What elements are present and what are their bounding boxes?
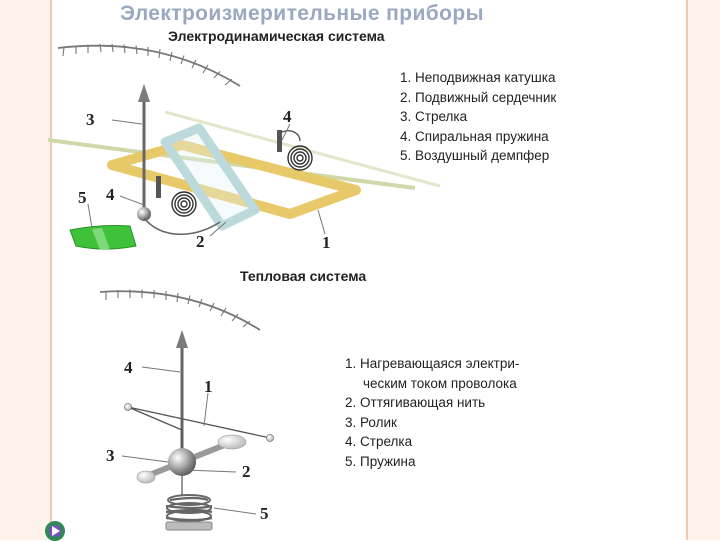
slide-frame-right bbox=[686, 0, 720, 540]
frame-border-left bbox=[50, 0, 52, 540]
legend-item-spiral-spring: 4. Спиральная пружина bbox=[400, 128, 549, 144]
damper-arm bbox=[143, 217, 221, 236]
electrodynamic-legend: 1. Неподвижная катушка 2. Подвижный серд… bbox=[400, 68, 556, 166]
legend-item-fixed-coil: 1. Неподвижная катушка bbox=[400, 70, 556, 85]
callout-spring-top: 4 bbox=[283, 107, 292, 126]
electrodynamic-leaders bbox=[87, 119, 326, 237]
legend-item-pointer: 3. Стрелка bbox=[400, 109, 468, 124]
electrodynamic-heading: Электродинамическая система bbox=[168, 28, 385, 44]
roller-assembly bbox=[136, 434, 247, 484]
thermal-legend: 1. Нагревающаяся электри- ческим током п… bbox=[345, 354, 519, 471]
thermal-leaders bbox=[121, 366, 257, 515]
callout-heated-wire: 1 bbox=[204, 377, 213, 396]
roller bbox=[168, 448, 196, 476]
callout-roller: 3 bbox=[106, 446, 115, 465]
slide-corner-ornament-icon bbox=[45, 521, 65, 541]
callout-core: 2 bbox=[196, 232, 205, 251]
legend-item-air-damper: 5. Воздушный демпфер bbox=[400, 148, 550, 163]
legend-item-pointer: 4. Стрелка bbox=[345, 434, 413, 449]
callout-pulling-thread: 2 bbox=[242, 462, 251, 481]
callout-thermal-pointer: 4 bbox=[124, 358, 133, 377]
callout-thermal-spring: 5 bbox=[260, 504, 269, 523]
legend-item-heated-wire-cont: ческим током проволока bbox=[363, 375, 517, 391]
scale-ticks bbox=[62, 43, 233, 86]
axis-bar-lower bbox=[47, 138, 416, 190]
air-damper-highlight bbox=[92, 228, 110, 250]
legend-item-moving-core: 2. Подвижный сердечник bbox=[400, 89, 557, 105]
scale-arc bbox=[57, 43, 241, 87]
spiral-spring-left bbox=[156, 176, 197, 217]
legend-item-pulling-thread: 2. Оттягивающая нить bbox=[345, 395, 486, 410]
thermal-diagram: 4 1 3 2 5 bbox=[99, 289, 274, 531]
thermal-spring bbox=[165, 494, 213, 531]
callout-damper: 5 bbox=[78, 188, 87, 207]
legend-item-roller: 3. Ролик bbox=[345, 414, 397, 430]
fixed-coil bbox=[107, 140, 361, 219]
thermal-heading: Тепловая система bbox=[240, 268, 367, 284]
pivot-ball bbox=[137, 207, 151, 221]
spiral-spring-top bbox=[277, 130, 313, 171]
thermal-scale-arc bbox=[99, 289, 261, 331]
thermal-scale-ticks bbox=[105, 289, 251, 328]
callout-pointer: 3 bbox=[86, 110, 95, 129]
slide-title: Электроизмерительные приборы bbox=[120, 2, 484, 25]
legend-item-heated-wire: 1. Нагревающаяся электри- bbox=[345, 356, 520, 371]
moving-core bbox=[160, 123, 260, 231]
frame-border-right bbox=[686, 0, 688, 540]
slide-frame-left bbox=[0, 0, 52, 540]
pointer-arrow-icon bbox=[138, 84, 150, 102]
legend-item-spring: 5. Пружина bbox=[345, 453, 416, 469]
electrodynamic-diagram: 3 4 5 4 2 1 bbox=[47, 43, 441, 252]
heated-wire bbox=[124, 403, 274, 442]
callout-coil: 1 bbox=[322, 233, 331, 252]
thermal-pointer-arrow-icon bbox=[176, 330, 188, 348]
callout-spring-left: 4 bbox=[106, 185, 115, 204]
